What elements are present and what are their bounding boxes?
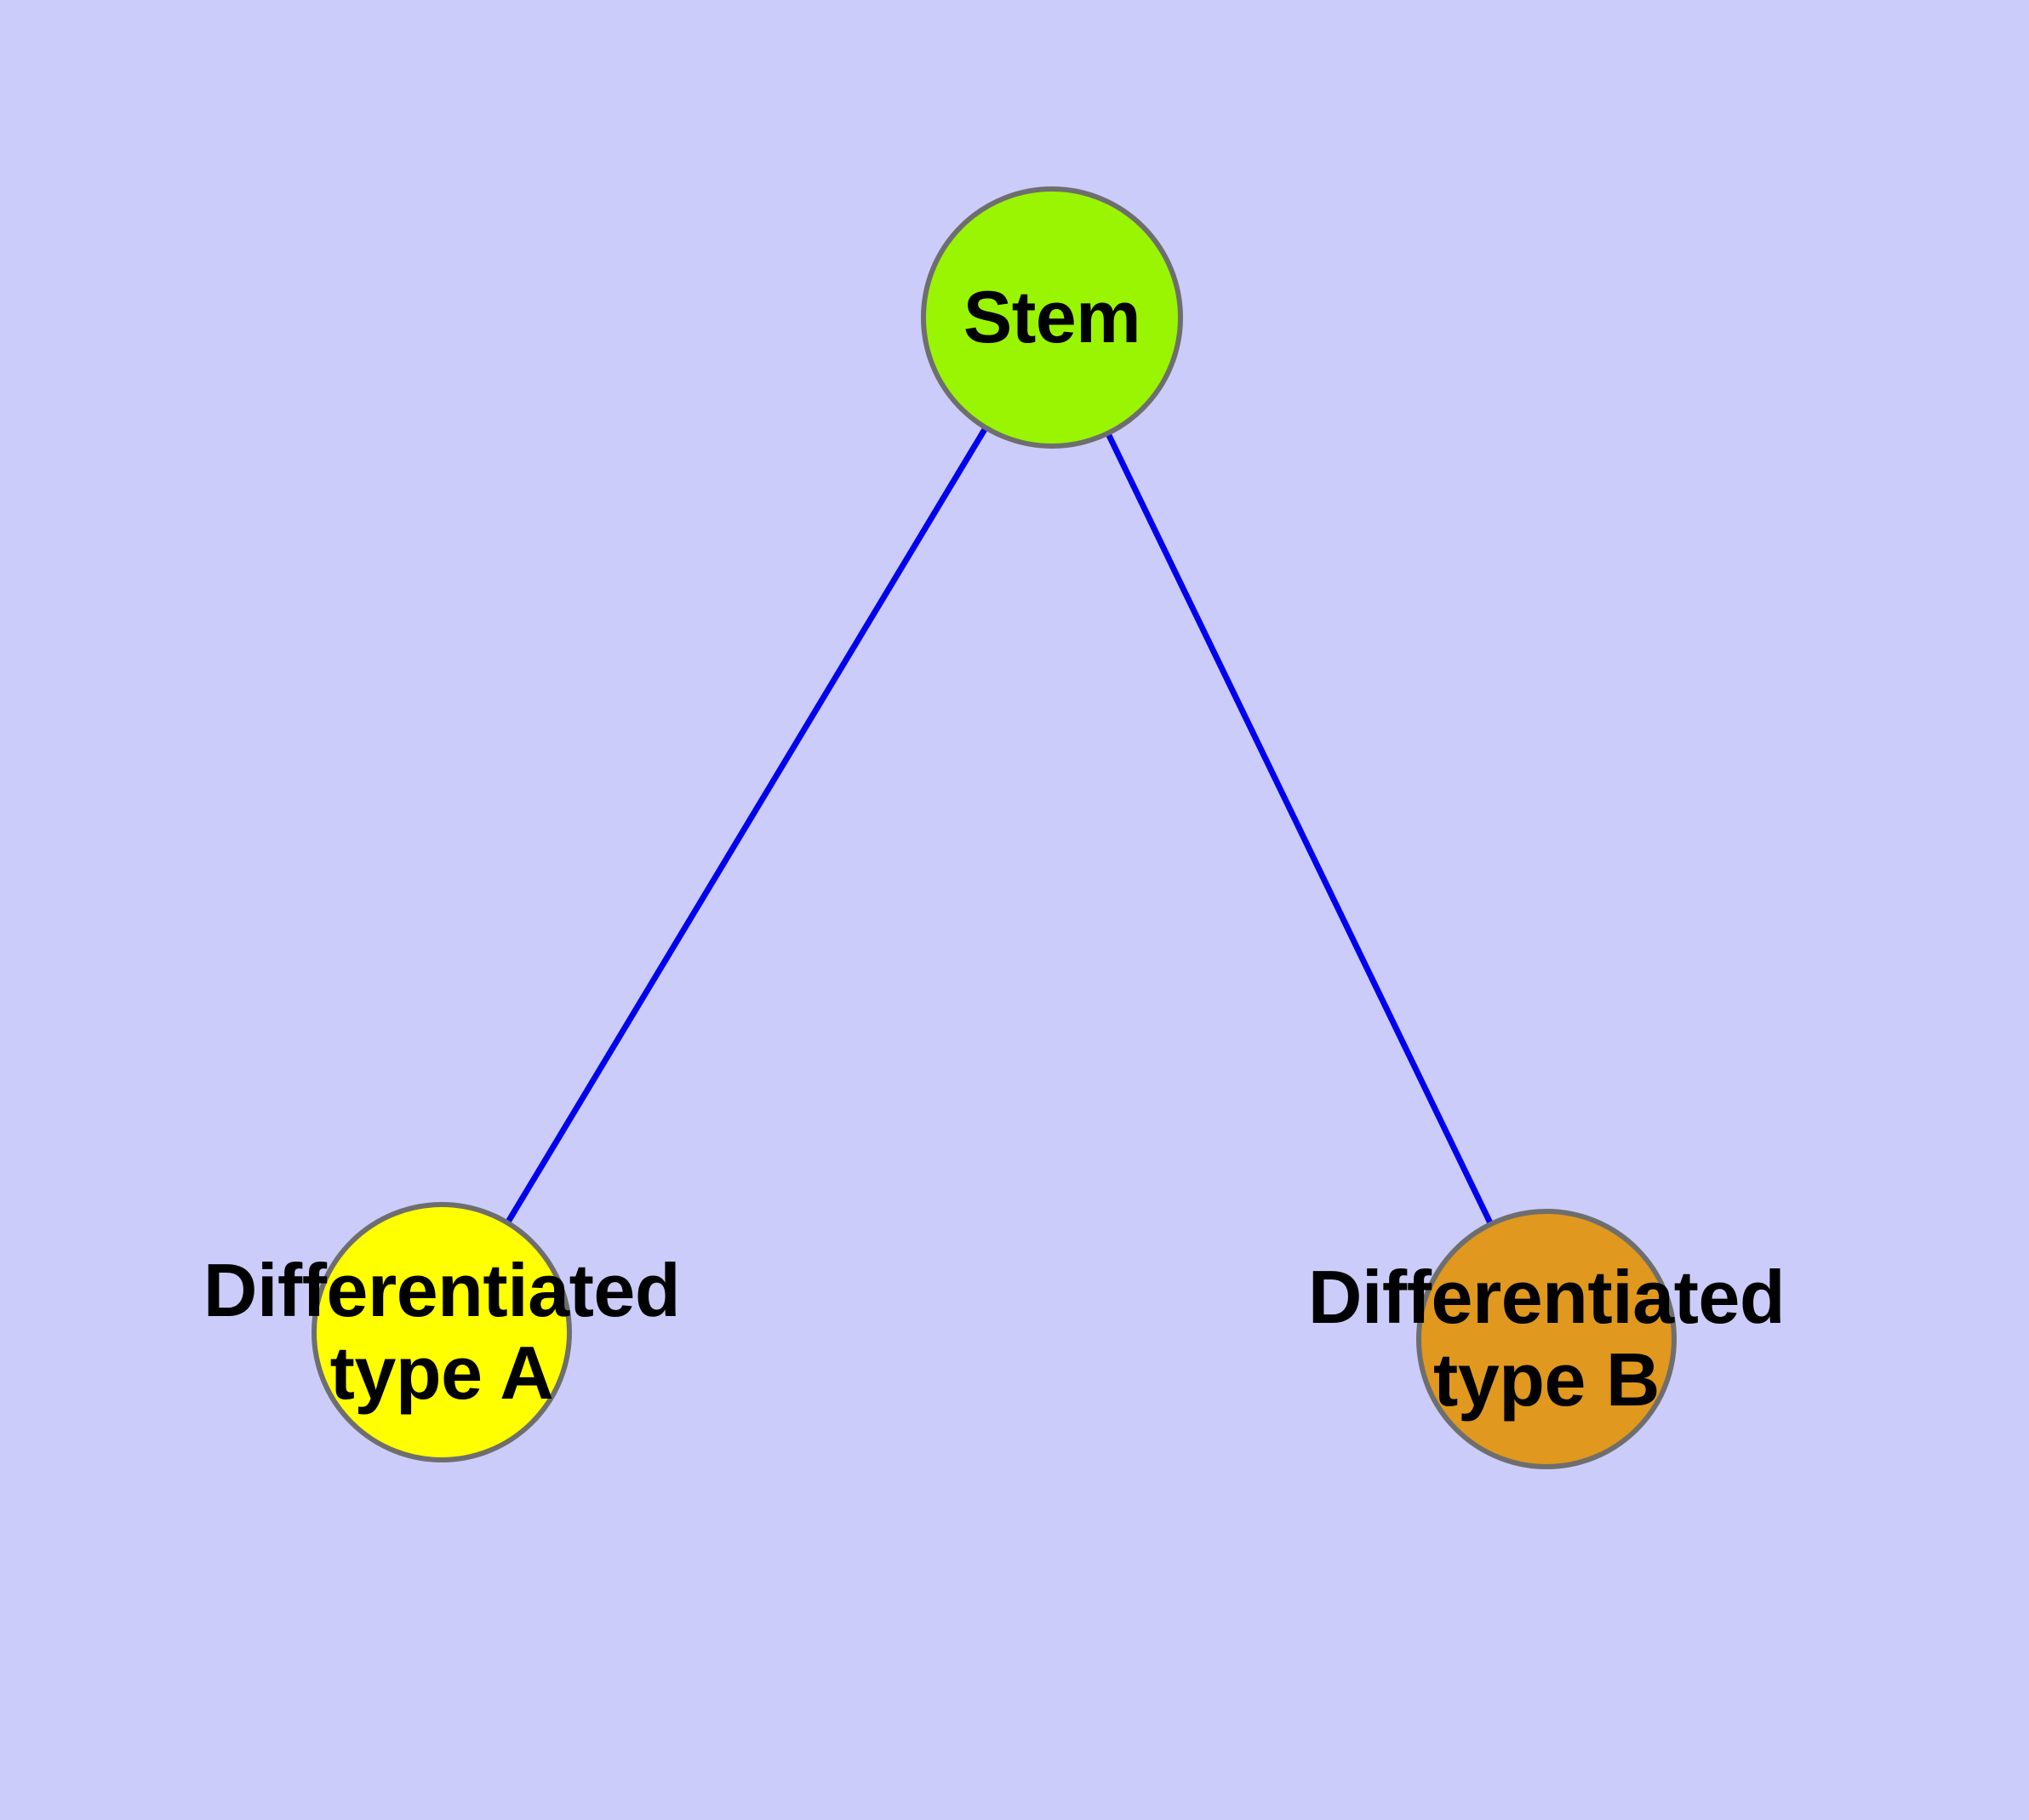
node-differentiated-type-b[interactable]	[1416, 1209, 1677, 1469]
edge-stem-to-differentiated-type-b[interactable]	[1103, 428, 1495, 1229]
edge-stem-to-differentiated-type-a[interactable]	[503, 423, 991, 1228]
node-differentiated-type-a[interactable]	[311, 1202, 572, 1462]
node-stem[interactable]	[921, 186, 1183, 449]
